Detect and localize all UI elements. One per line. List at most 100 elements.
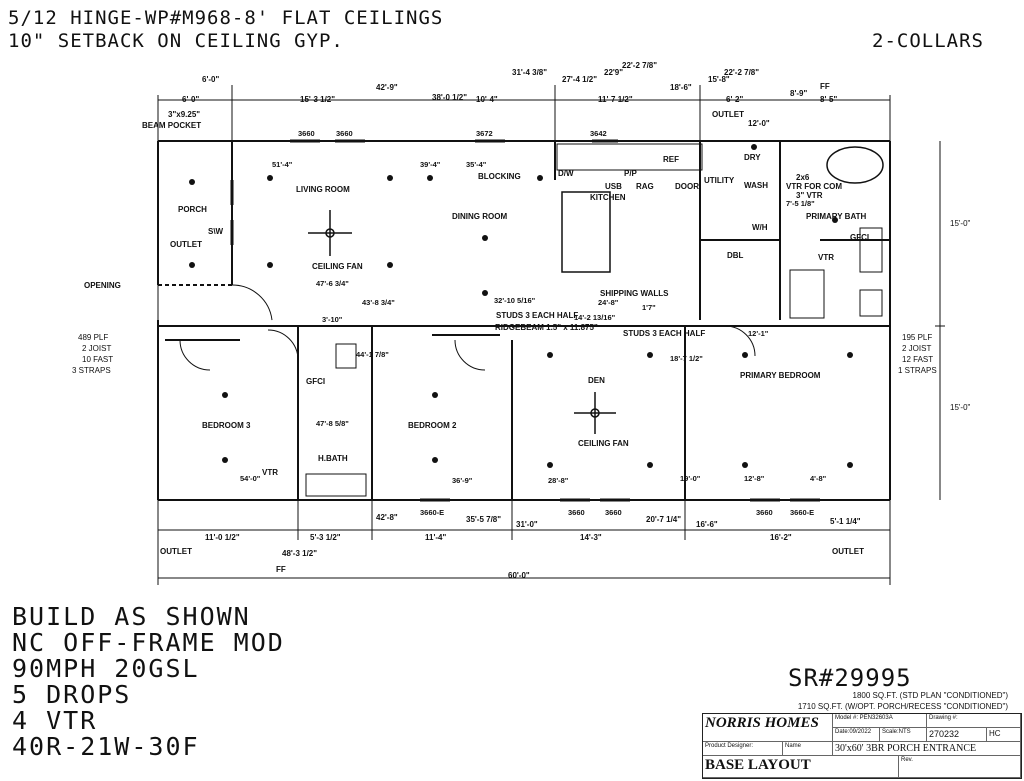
porch-label: PORCH	[178, 205, 207, 214]
bedroom-2-label: BEDROOM 2	[408, 421, 457, 430]
fridge-label: REF	[663, 155, 679, 164]
dim-7-5: 7'-5 1/8"	[786, 199, 815, 208]
kitchen-label: KITCHEN	[590, 193, 626, 202]
dim-5-3: 5'-3 1/2"	[310, 533, 341, 542]
dim-19-0: 19'-0"	[680, 474, 701, 483]
header-line-2: 10" SETBACK ON CEILING GYP.	[8, 30, 344, 52]
half-bath-label: H.BATH	[318, 454, 348, 463]
dim-12-8: 12'-8"	[744, 474, 765, 483]
outlet-porch-label: OUTLET	[170, 240, 202, 249]
opening-label: OPENING	[84, 281, 121, 290]
window-3642: 3642	[590, 129, 607, 138]
ff-top-label: FF	[820, 82, 830, 91]
den-fan-label: CEILING FAN	[578, 439, 629, 448]
sw-label: S\W	[208, 227, 224, 236]
dim-1-7: 1'7"	[642, 303, 656, 312]
dim-47-6: 47'-6 3/4"	[316, 279, 349, 288]
note-line: 5 DROPS	[12, 680, 132, 709]
floor-plan: LIVING ROOM DINING ROOM KITCHEN PORCH BE…	[72, 61, 971, 585]
designer-name: Name	[783, 742, 833, 756]
beam-pocket-label: BEAM POCKET	[142, 121, 201, 130]
dim-24-8: 24'-8"	[598, 298, 619, 307]
dim-12-0: 12'-0"	[748, 119, 770, 128]
note-line: 4 VTR	[12, 706, 98, 735]
dim-6-2: 6'-2"	[726, 95, 743, 104]
dim-27-4: 27'-4 1/2"	[562, 75, 597, 84]
left-fast: 10 FAST	[82, 355, 113, 364]
dim-42-8: 42'-8"	[376, 513, 398, 522]
logo-cell: NORRIS HOMES	[703, 714, 833, 742]
dim-60-0: 60'-0"	[508, 571, 530, 580]
date-label: Date:09/2022	[833, 728, 880, 742]
blocking-label: BLOCKING	[478, 172, 521, 181]
scale-label: Scale:NTS	[880, 728, 927, 742]
studs-right-label: STUDS 3 EACH HALF	[623, 329, 705, 338]
sr-number: SR#29995	[788, 664, 912, 692]
dim-28-8: 28'-8"	[548, 476, 569, 485]
dim-3-10: 3'-10"	[322, 315, 343, 324]
right-plf: 195 PLF	[902, 333, 932, 342]
outlet-bottom-right-label: OUTLET	[832, 547, 864, 556]
dim-31-0: 31'-0"	[516, 520, 538, 529]
right-fast: 12 FAST	[902, 355, 933, 364]
dim-54-0: 54'-0"	[240, 474, 261, 483]
den-ceiling-fan-icon	[574, 392, 616, 434]
vtr-for-com-label: VTR FOR COM	[786, 182, 842, 191]
dim-32-10: 32'-10 5/16"	[494, 296, 536, 305]
beam-pocket-size: 3"x9.25"	[168, 110, 200, 119]
dim-right-15-0-a: 15'-0"	[950, 219, 971, 228]
dim-6-0-top: 6'-0"	[202, 75, 219, 84]
usb-label: USB	[605, 182, 622, 191]
vtr-primary-label: VTR	[818, 253, 834, 262]
living-room-label: LIVING ROOM	[296, 185, 350, 194]
dim-38-0: 38'-0 1/2"	[432, 93, 467, 102]
living-fan-label: CEILING FAN	[312, 262, 363, 271]
den-label: DEN	[588, 376, 605, 385]
designer-label: Product Designer:	[703, 742, 783, 756]
dim-18-7: 18'-7 1/2"	[670, 354, 703, 363]
outlet-bottom-left-label: OUTLET	[160, 547, 192, 556]
dryer-label: DRY	[744, 153, 761, 162]
plan-title: 30'x60' 3BR PORCH ENTRANCE	[833, 742, 1021, 756]
dim-14-3: 14'-3"	[580, 533, 602, 542]
gfci-hbath-label: GFCI	[306, 377, 325, 386]
dim-47-8: 47'-8 5/8"	[316, 419, 349, 428]
note-line: BUILD AS SHOWN	[12, 602, 251, 631]
dim-22-2: 22'-2 7/8"	[622, 61, 657, 70]
dim-15-3: 15'-3 1/2"	[300, 95, 335, 104]
ff-bottom-label: FF	[276, 565, 286, 574]
dim-42-9: 42'-9"	[376, 83, 398, 92]
right-straps: 1 STRAPS	[898, 366, 937, 375]
dim-36-9: 36'-9"	[452, 476, 473, 485]
note-line: 40R-21W-30F	[12, 732, 200, 761]
left-joist: 2 JOIST	[82, 344, 111, 353]
norris-homes-logo: NORRIS HOMES	[705, 715, 819, 731]
door-label: DOOR	[675, 182, 699, 191]
dim-48-3: 48'-3 1/2"	[282, 549, 317, 558]
rag-label: RAG	[636, 182, 654, 191]
note-line: NC OFF-FRAME MOD	[12, 628, 285, 657]
revision-label: Rev.	[899, 756, 1021, 778]
drawing-number: 270232	[927, 728, 987, 742]
left-straps: 3 STRAPS	[72, 366, 111, 375]
dim-right-15-0-b: 15'-0"	[950, 403, 971, 412]
note-line: 90MPH 20GSL	[12, 654, 200, 683]
window-3660-f: 3660	[756, 508, 773, 517]
pp-label: P/P	[624, 169, 638, 178]
dim-22-2b: 22'-2 7/8"	[724, 68, 759, 77]
ridgebeam-label: RIDGEBEAM 1.5" x 11.875"	[495, 323, 598, 332]
primary-bedroom-label: PRIMARY BEDROOM	[740, 371, 821, 380]
primary-bath-label: PRIMARY BATH	[806, 212, 867, 221]
water-heater-label: W/H	[752, 223, 768, 232]
washer-label: WASH	[744, 181, 768, 190]
layout-title: BASE LAYOUT	[703, 756, 899, 778]
light-fixture-icons	[189, 144, 853, 468]
window-3660e-b: 3660-E	[790, 508, 814, 517]
dim-11-0: 11'-0 1/2"	[205, 533, 240, 542]
window-3660-d: 3660	[605, 508, 622, 517]
dbl-label: DBL	[727, 251, 744, 260]
dim-5-1: 5'-1 1/4"	[830, 517, 861, 526]
shipping-walls-label: SHIPPING WALLS	[600, 289, 669, 298]
title-block: NORRIS HOMES Model #: PEN32603A Drawing …	[702, 713, 1022, 779]
two-by-six-label: 2x6	[796, 173, 810, 182]
